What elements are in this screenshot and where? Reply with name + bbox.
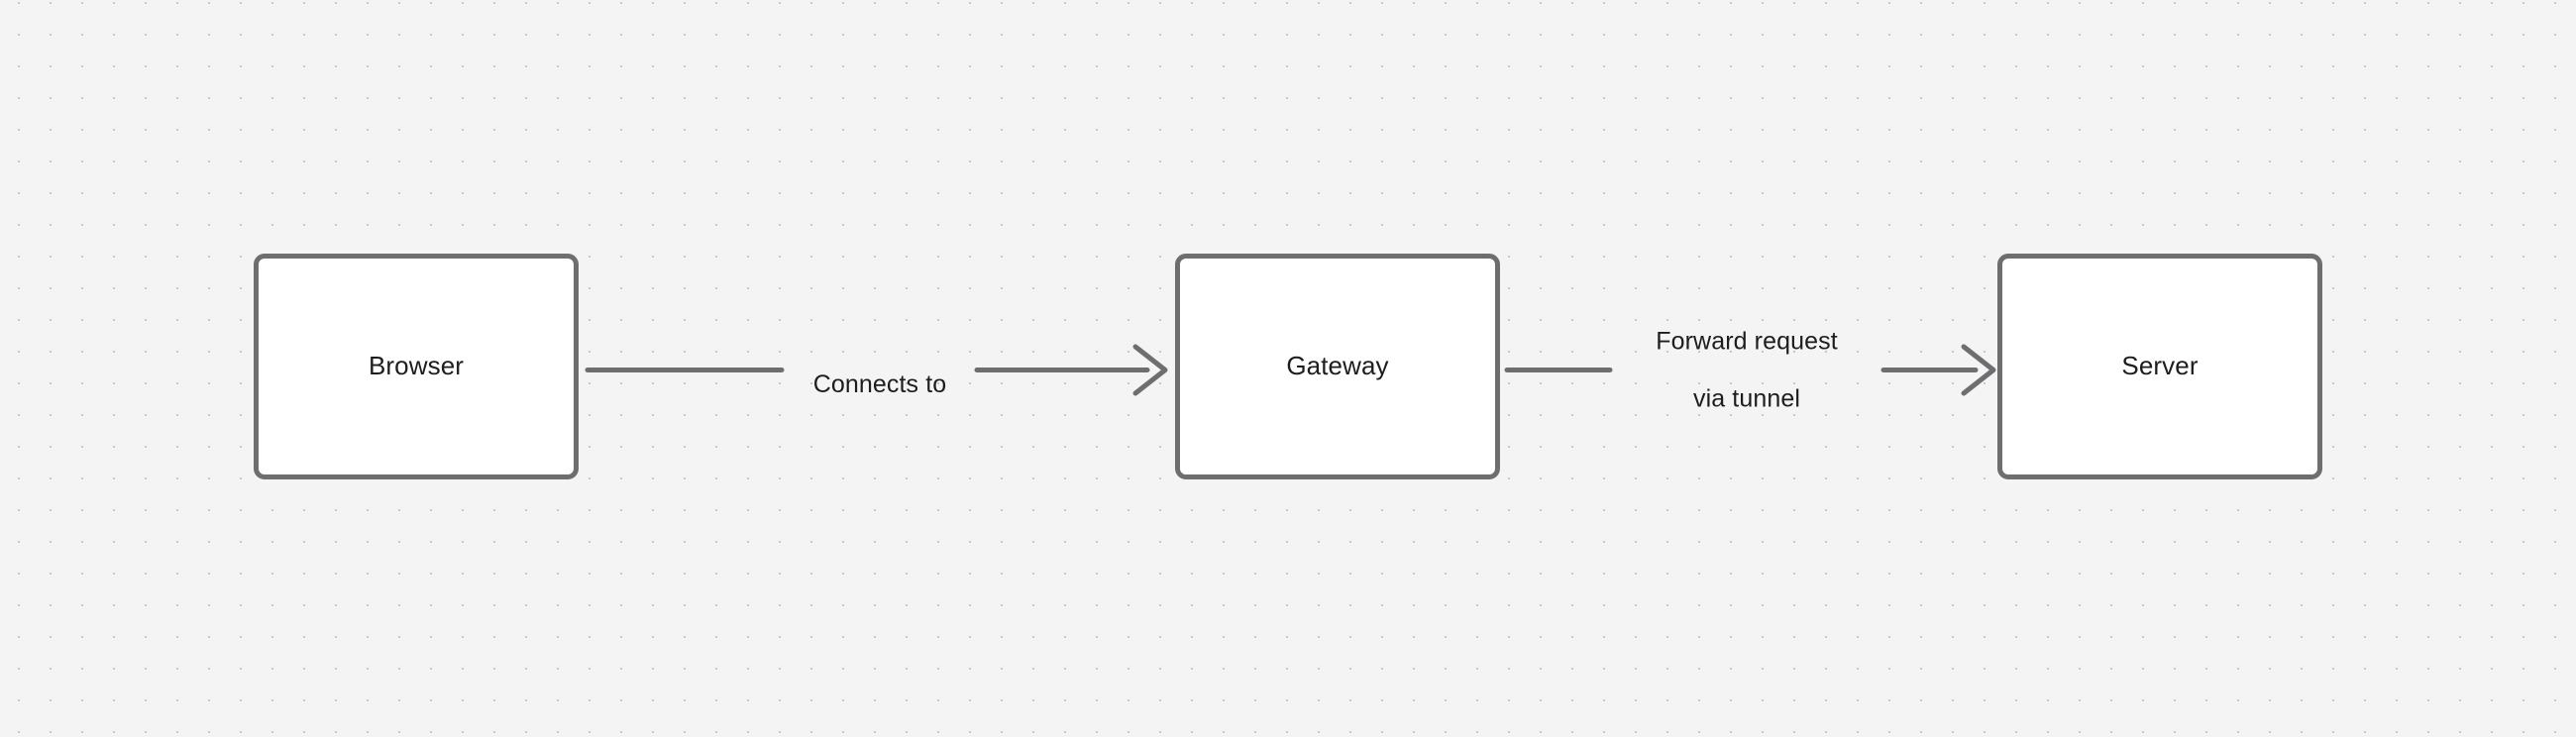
edge-label-line-1: Forward request — [1656, 327, 1838, 356]
node-browser-label: Browser — [368, 351, 465, 381]
arrowhead-icon — [1132, 344, 1168, 396]
edge-label-browser-to-gateway: Connects to — [813, 342, 947, 399]
edge-label-line-1: Connects to — [812, 370, 947, 398]
node-gateway[interactable]: Gateway — [1175, 254, 1500, 479]
node-server-label: Server — [2121, 351, 2199, 381]
edge-label-line-2: via tunnel — [1692, 384, 1801, 413]
edge-gateway-to-server[interactable] — [1504, 344, 1996, 396]
node-server[interactable]: Server — [1997, 254, 2322, 479]
node-gateway-label: Gateway — [1286, 351, 1389, 381]
arrowhead-icon — [1961, 344, 1996, 396]
edge-label-gateway-to-server: Forward request via tunnel — [1656, 299, 1838, 443]
edge-browser-to-gateway[interactable] — [585, 344, 1168, 396]
node-browser[interactable]: Browser — [254, 254, 579, 479]
